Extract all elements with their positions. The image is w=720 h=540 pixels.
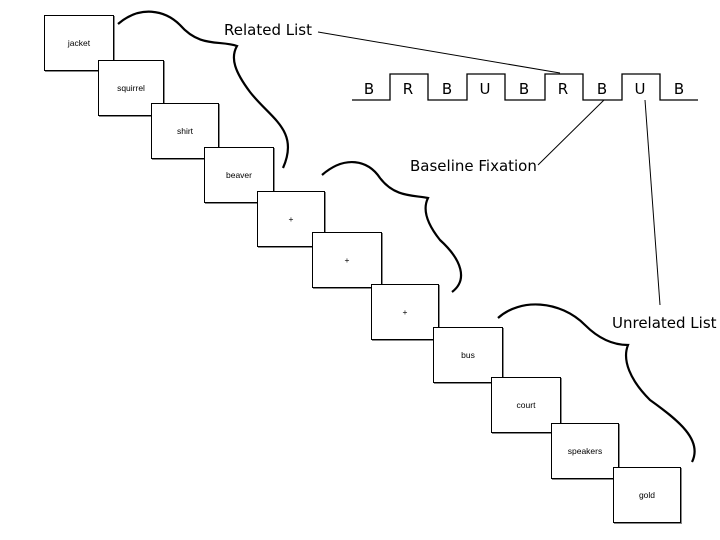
stimulus-card: speakers xyxy=(551,423,619,479)
stimulus-card: + xyxy=(312,232,382,288)
unrelated-brace xyxy=(497,303,696,463)
related-pointer xyxy=(317,31,561,74)
baseline-fixation-label: Baseline Fixation xyxy=(410,157,537,175)
baseline-brace xyxy=(321,160,462,293)
unrelated-list-label: Unrelated List xyxy=(612,314,717,332)
sequence-block: U xyxy=(479,80,491,98)
sequence-block: R xyxy=(402,80,414,98)
stimulus-card: gold xyxy=(613,467,681,523)
block-waveform xyxy=(352,73,698,101)
unrelated-pointer xyxy=(644,99,661,306)
related-list-label: Related List xyxy=(224,21,312,39)
related-brace xyxy=(117,10,290,169)
sequence-block: B xyxy=(673,80,685,98)
sequence-block: B xyxy=(363,80,375,98)
stimulus-card: court xyxy=(491,377,561,433)
baseline-pointer xyxy=(537,99,605,166)
stimulus-card: bus xyxy=(433,327,503,383)
sequence-block: B xyxy=(518,80,530,98)
sequence-block: B xyxy=(596,80,608,98)
stimulus-card: + xyxy=(371,284,439,340)
sequence-block: R xyxy=(557,80,569,98)
sequence-block: B xyxy=(441,80,453,98)
sequence-block: U xyxy=(634,80,646,98)
